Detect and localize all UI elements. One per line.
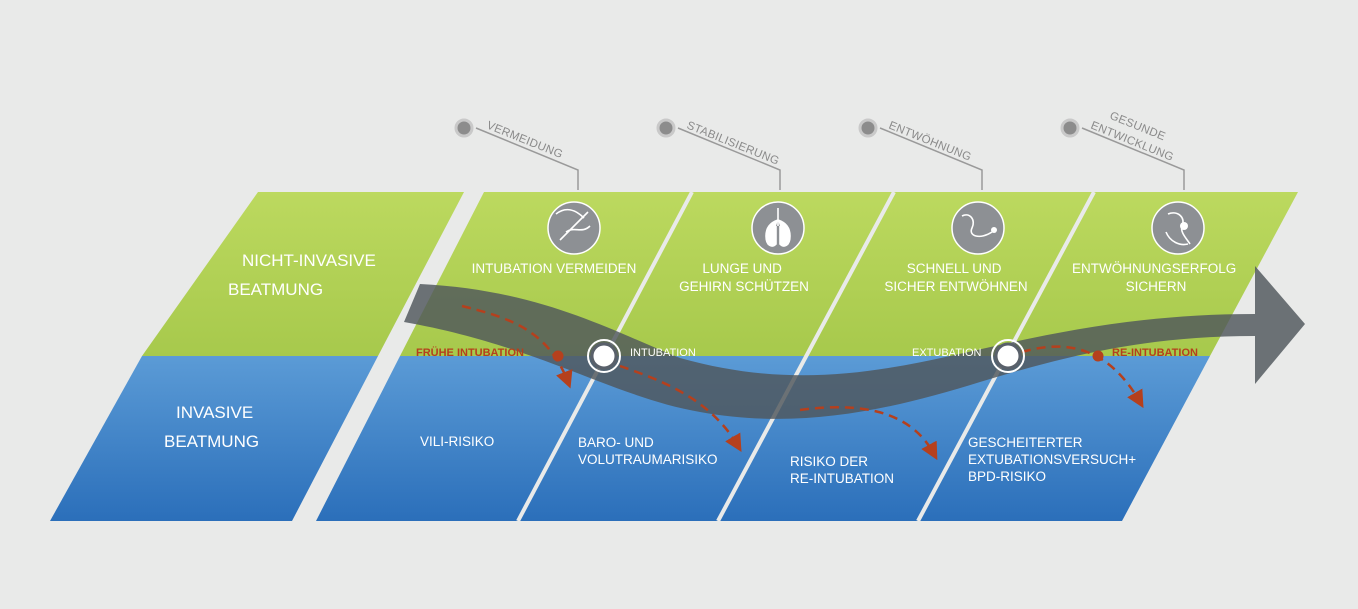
phase-dots: [454, 118, 1080, 138]
green-column-4-text: ENTWÖHNUNGSERFOLG SICHERN: [1072, 261, 1240, 294]
phase-label-healthy-development: GESUNDE ENTWICKLUNG: [1089, 105, 1181, 164]
blue-column-3-text: RISIKO DER RE-INTUBATION: [790, 454, 894, 486]
weaning-tube-icon: [951, 201, 1005, 255]
intubation-marker: [590, 342, 618, 370]
airway-icon: [547, 201, 601, 255]
green-column-3-text: SCHNELL UND SICHER ENTWÖHNEN: [884, 261, 1027, 294]
intubation-risk-arrow: [619, 364, 742, 453]
early-intubation-label: FRÜHE INTUBATION: [416, 346, 524, 359]
reintubation-dot: [1092, 350, 1104, 362]
transition-arrows: [461, 304, 1144, 461]
blue-column-4-text: GESCHEITERTER EXTUBATIONSVERSUCH+ BPD-RI…: [968, 435, 1140, 484]
healthy-development-icon: [1151, 201, 1205, 255]
blue-column-1-text: VILI-RISIKO: [420, 434, 494, 449]
extubation-marker: [994, 342, 1022, 370]
green-column-1-text: INTUBATION VERMEIDEN: [472, 261, 637, 276]
phase-label-avoidance: VERMEIDUNG: [485, 120, 565, 161]
blue-column-1: [316, 356, 606, 521]
invasive-panel: [50, 356, 378, 521]
failed-extubation-arrow: [1021, 345, 1144, 409]
extubation-label: EXTUBATION: [912, 347, 982, 359]
phase-label-weaning: ENTWÖHNUNG: [887, 120, 973, 164]
green-column-2-text: LUNGE UND GEHIRN SCHÜTZEN: [679, 261, 809, 294]
early-intubation-dot: [552, 350, 564, 362]
reintubation-label: RE-INTUBATION: [1112, 347, 1198, 359]
green-column-2: [606, 192, 894, 356]
invasive-label: INVASIVE BEATMUNG: [164, 403, 259, 451]
noninvasive-panel: [142, 192, 464, 356]
phase-connectors: [475, 127, 1185, 190]
early-intubation-arrow: [461, 304, 573, 389]
noninvasive-label: NICHT-INVASIVE BEATMUNG: [228, 251, 381, 299]
blue-column-2-text: BARO- UND VOLUTRAUMARISIKO: [578, 435, 718, 467]
flow-arrow: [404, 266, 1305, 419]
intubation-label: INTUBATION: [630, 347, 696, 359]
reintubation-risk-arrow: [799, 406, 938, 461]
green-column-3: [806, 192, 1094, 356]
extubation-marker-ring: [991, 339, 1025, 373]
lungs-icon: [751, 201, 805, 255]
phase-label-stabilization: STABILISIERUNG: [685, 120, 781, 168]
intubation-marker-ring: [587, 339, 621, 373]
